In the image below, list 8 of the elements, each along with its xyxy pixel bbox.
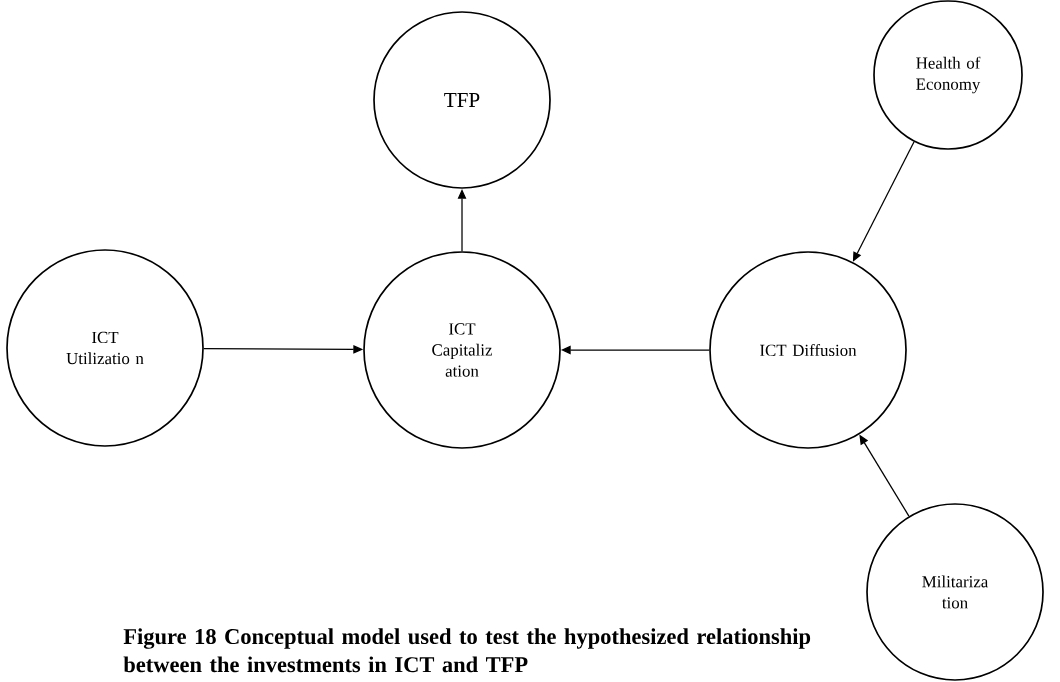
- circle-node: TFP: [373, 11, 551, 189]
- circle-node: ICT Capitaliz ation: [363, 251, 561, 449]
- circle-node: Health of Economy: [873, 0, 1023, 150]
- circle-node: Militariza tion: [866, 503, 1044, 681]
- circle-node: ICT Utilizatio n: [6, 249, 204, 447]
- circle-node: ICT Diffusion: [709, 251, 907, 449]
- arrow: [852, 141, 915, 262]
- figure-caption: Figure 18 Conceptual model used to test the hypothesized relationship between the investments in ICT and TFP: [123, 628, 811, 673]
